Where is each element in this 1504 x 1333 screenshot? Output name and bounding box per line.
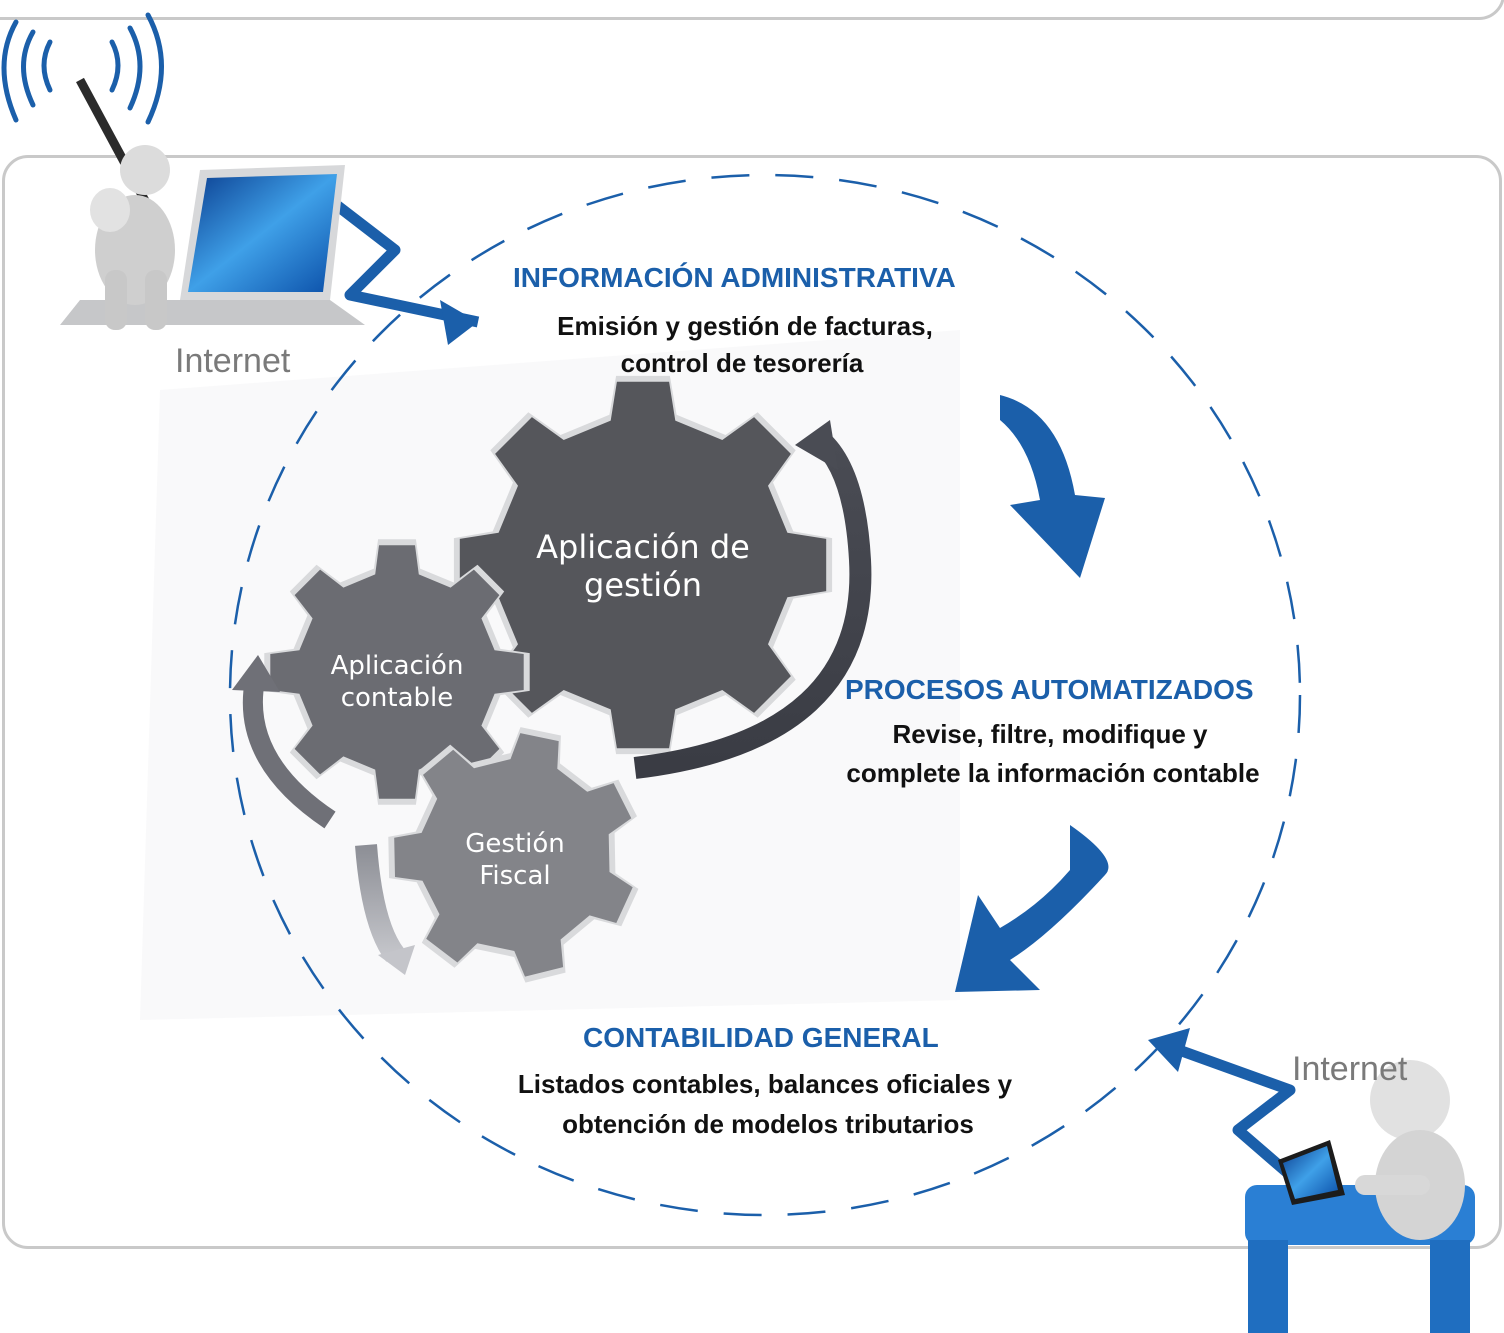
gear-gestion-label: Aplicación de gestión	[536, 528, 750, 604]
gear-fiscal-line-2: Fiscal	[479, 861, 551, 891]
gear-fiscal-label: Gestión Fiscal	[465, 828, 565, 892]
procesos-line-1: Revise, filtre, modifique y	[892, 719, 1208, 749]
gear-gestion-line-1: Aplicación de	[536, 528, 750, 566]
gear-fiscal	[388, 727, 639, 983]
gear-gestion-body	[459, 381, 827, 749]
main-frame	[2, 155, 1502, 1249]
admin-line-2: control de tesorería	[620, 348, 864, 378]
rotation-arrowhead-dark	[795, 420, 838, 470]
gear-gestion-line-2: gestión	[584, 566, 702, 604]
internet-label-left: Internet	[175, 342, 291, 380]
rotation-arc-dark	[633, 431, 872, 779]
contabilidad-line-2: obtención de modelos tributarios	[562, 1109, 974, 1139]
process-arrow-down	[1000, 395, 1105, 578]
gear-contable-label: Aplicación contable	[331, 650, 464, 714]
rotation-arc-left	[242, 678, 336, 829]
rotation-arrowhead-left	[232, 655, 280, 692]
gear-contable-line-1: Aplicación	[330, 651, 464, 681]
connection-bolt-right	[1163, 1039, 1296, 1180]
internet-label-right: Internet	[1292, 1050, 1408, 1088]
admin-line-1: Emisión y gestión de facturas,	[557, 311, 933, 341]
rotation-arrowhead-light	[378, 945, 415, 975]
procesos-line-2: complete la información contable	[846, 758, 1260, 788]
person-antenna-figure	[76, 77, 175, 330]
contabilidad-line-1: Listados contables, balances oficiales y	[517, 1069, 1013, 1099]
gear-gestion	[453, 375, 833, 755]
gear-fiscal-body	[394, 733, 633, 977]
gear-contable-body	[270, 545, 524, 799]
gear-contable	[264, 539, 530, 805]
connection-bolt-left	[326, 195, 480, 328]
gear-contable-line-2: contable	[340, 683, 454, 713]
process-arrow-down-left	[955, 825, 1109, 992]
gear-fiscal-line-1: Gestión	[465, 829, 565, 859]
contabilidad-title: CONTABILIDAD GENERAL	[583, 1022, 939, 1053]
admin-title: INFORMACIÓN ADMINISTRATIVA	[513, 262, 956, 293]
rotation-arc-light	[355, 844, 405, 962]
connection-arrowhead-left	[440, 300, 478, 345]
connection-arrowhead-right	[1148, 1028, 1190, 1072]
procesos-title: PROCESOS AUTOMATIZADOS	[845, 674, 1254, 705]
person-desk-figure	[1245, 1060, 1475, 1333]
laptop-icon	[60, 165, 365, 325]
wifi-signal-icon	[1, 12, 164, 125]
cycle-dashed-circle	[228, 173, 1302, 1217]
